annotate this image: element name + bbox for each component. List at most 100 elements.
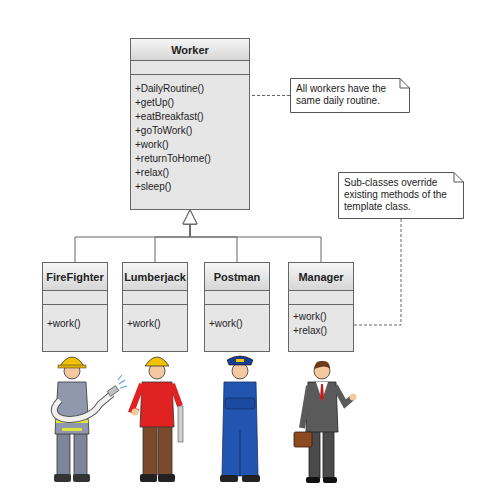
method-name: +relax() (293, 324, 349, 338)
firefighter-figure (54, 357, 127, 482)
method-name: +goToWork() (135, 124, 245, 138)
note-fold (400, 79, 410, 89)
lumberjack-hand (132, 409, 139, 416)
class-header: FireFighter (43, 263, 107, 291)
firefighter-helmet (60, 357, 84, 366)
fire-hose (54, 394, 112, 419)
method-compartment: +work() (43, 305, 107, 333)
inheritance-arrow (75, 210, 197, 262)
lumberjack-shirt (140, 382, 174, 427)
connector-line (155, 224, 190, 262)
method-compartment: +work()+relax() (289, 305, 353, 340)
class-header: Lumberjack (123, 263, 187, 291)
connector-line (190, 224, 321, 262)
water-spray (118, 375, 127, 388)
postman-shoe (242, 475, 260, 482)
manager-hair (314, 361, 330, 369)
lumberjack-helmet (145, 357, 169, 366)
method-name: +eatBreakfast() (135, 110, 245, 124)
connector-line (75, 224, 190, 262)
note-link (354, 219, 401, 325)
note-shape (291, 79, 410, 113)
postman-head (232, 363, 248, 379)
dashed-link (354, 219, 401, 325)
attribute-compartment (43, 291, 107, 305)
postman-uniform (222, 382, 258, 476)
class-box: FireFighter +work() (42, 262, 108, 352)
firefighter-boot (73, 474, 90, 482)
note-text: All workers have the same daily routine. (296, 83, 396, 107)
postman-shoe (220, 475, 238, 482)
note-box: Sub-classes override existing methods of… (338, 172, 464, 219)
inheritance-head (183, 210, 197, 224)
lumberjack-leg (143, 425, 157, 475)
inheritance-head (183, 210, 197, 224)
class-name: Postman (214, 271, 260, 283)
class-name: Lumberjack (124, 271, 186, 283)
connector-line (190, 224, 237, 262)
note-shape (339, 173, 464, 219)
hose-nozzle (107, 386, 119, 397)
inheritance-head (183, 210, 197, 224)
class-box: Lumberjack +work() (122, 262, 188, 352)
method-compartment: +DailyRoutine()+getUp()+eatBreakfast()+g… (131, 75, 249, 196)
method-compartment: +work() (205, 305, 269, 333)
attribute-compartment (289, 291, 353, 305)
note-text: Sub-classes override existing methods of… (344, 177, 450, 213)
reflective-stripe (62, 428, 82, 431)
inheritance-head (183, 210, 197, 224)
inheritance-arrow (155, 210, 197, 262)
class-header: Manager (289, 263, 353, 291)
method-name: +work() (127, 317, 183, 331)
manager-shirt (316, 382, 328, 400)
note-box: All workers have the same daily routine. (290, 78, 410, 113)
method-name: +DailyRoutine() (135, 82, 245, 96)
class-box: Manager +work()+relax() (288, 262, 354, 352)
lumberjack-boot (140, 474, 157, 482)
manager-arm (335, 386, 352, 404)
method-name: +getUp() (135, 96, 245, 110)
class-box: Postman +work() (204, 262, 270, 352)
postman-figure (220, 356, 260, 482)
manager-hand (350, 394, 357, 401)
dashed-link (250, 95, 290, 96)
class-header: Postman (205, 263, 269, 291)
lumberjack-figure (132, 357, 184, 482)
note-fold (454, 173, 464, 183)
postman-crossed-arms (225, 398, 255, 409)
briefcase (294, 432, 312, 447)
manager-tie (320, 384, 324, 401)
firefighter-leg (74, 432, 87, 476)
attribute-compartment (131, 61, 249, 75)
class-box: Worker +DailyRoutine()+getUp()+eatBreakfa… (130, 38, 250, 210)
method-name: +work() (209, 317, 265, 331)
firefighter-boot (54, 474, 71, 482)
manager-figure (294, 361, 357, 483)
manager-shoe (306, 477, 320, 483)
postman-leg-split (240, 430, 241, 476)
class-name: FireFighter (46, 271, 103, 283)
class-header: Worker (131, 39, 249, 61)
method-name: +relax() (135, 166, 245, 180)
class-name: Manager (298, 271, 343, 283)
manager-arm (302, 386, 309, 428)
firefighter-leg (57, 432, 70, 476)
lumberjack-tool (178, 406, 183, 442)
postman-cap (227, 356, 253, 365)
attribute-compartment (205, 291, 269, 305)
inheritance-arrow (183, 210, 321, 262)
manager-shoe (323, 477, 337, 483)
attribute-compartment (123, 291, 187, 305)
method-name: +returnToHome() (135, 152, 245, 166)
lumberjack-arm (172, 384, 180, 406)
method-name: +work() (293, 310, 349, 324)
firefighter-coat (55, 382, 89, 434)
lumberjack-leg (158, 425, 172, 475)
inheritance-arrow (183, 210, 237, 262)
fire-hose (54, 394, 112, 419)
helmet-brim (58, 365, 86, 368)
cap-badge (236, 359, 244, 362)
method-name: +sleep() (135, 180, 245, 194)
lumberjack-boot (158, 474, 175, 482)
